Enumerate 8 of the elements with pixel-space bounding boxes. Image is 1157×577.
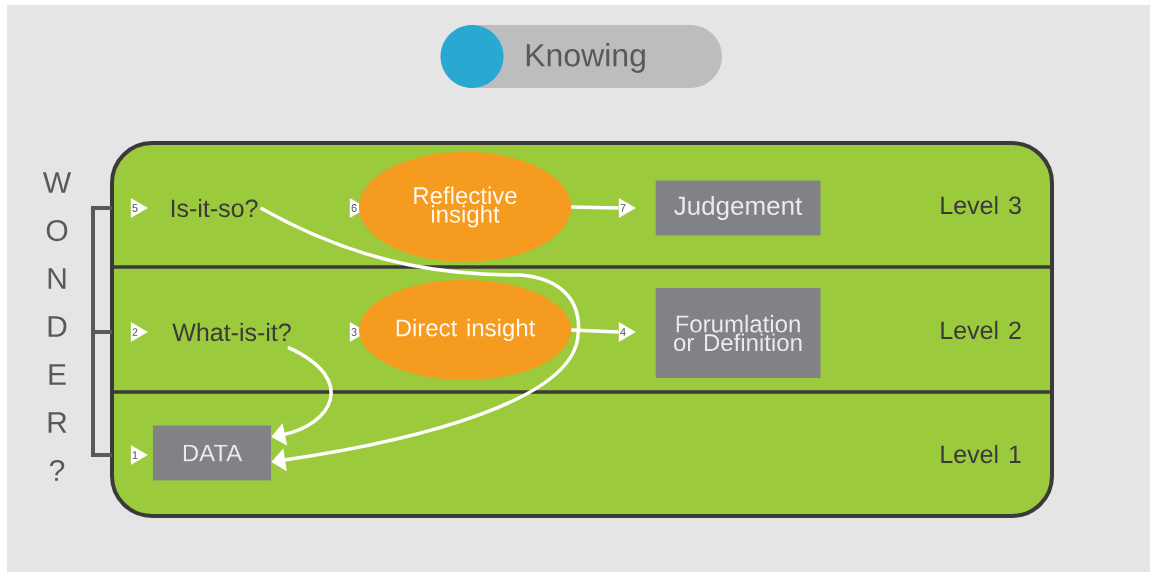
title-pill: Knowing [440, 25, 722, 88]
vertical-label: WONDER? [43, 172, 72, 481]
question-text: What-is-it? [172, 322, 291, 342]
result-box: Forumlation or Definition [655, 288, 821, 378]
question-text: Is-it-so? [171, 198, 258, 218]
result-box: Judgement [655, 180, 821, 236]
result-box: DATA [153, 425, 271, 481]
arrow [259, 206, 581, 472]
